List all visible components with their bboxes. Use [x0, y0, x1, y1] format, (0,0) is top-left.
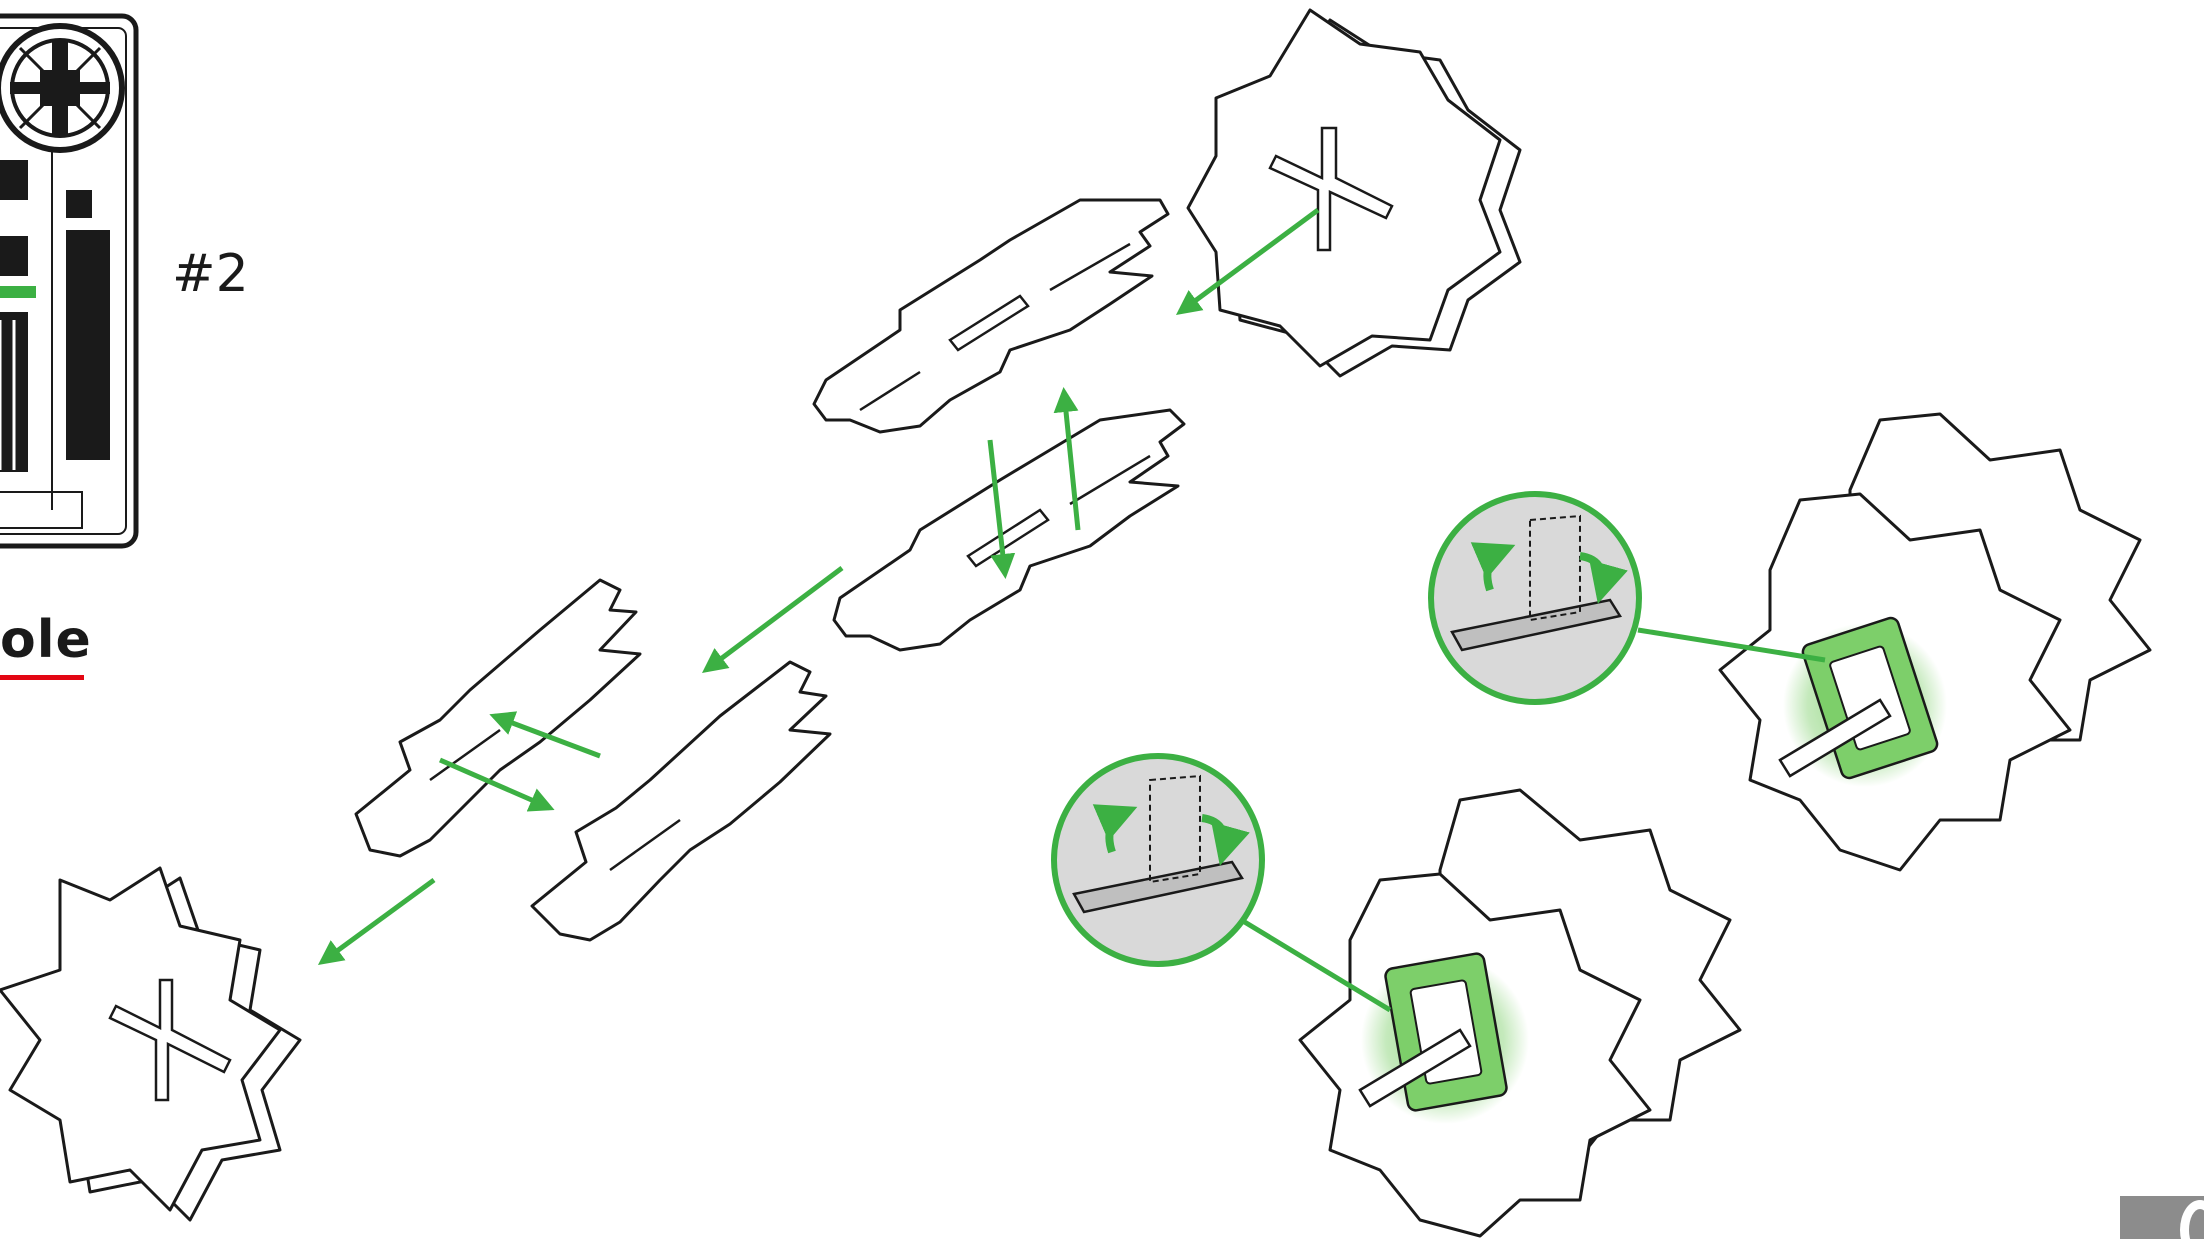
gear-icon: [1188, 10, 1520, 376]
sheet-number-label: #2: [172, 244, 249, 304]
zoom-detail-icon: [1054, 756, 1390, 1010]
assembly-arrow-icon: [322, 880, 434, 962]
gear-plate-icon: [834, 410, 1184, 650]
gear-icon: [0, 868, 300, 1220]
part-name-label: ole: [0, 610, 92, 670]
title-underline: [0, 675, 84, 680]
gear-icon: [1720, 414, 2150, 870]
gear-icon: [1300, 790, 1740, 1236]
gear-plate-icon: [814, 200, 1168, 432]
assembly-arrow-icon: [706, 568, 842, 670]
parts-sheet-icon: [0, 16, 136, 546]
